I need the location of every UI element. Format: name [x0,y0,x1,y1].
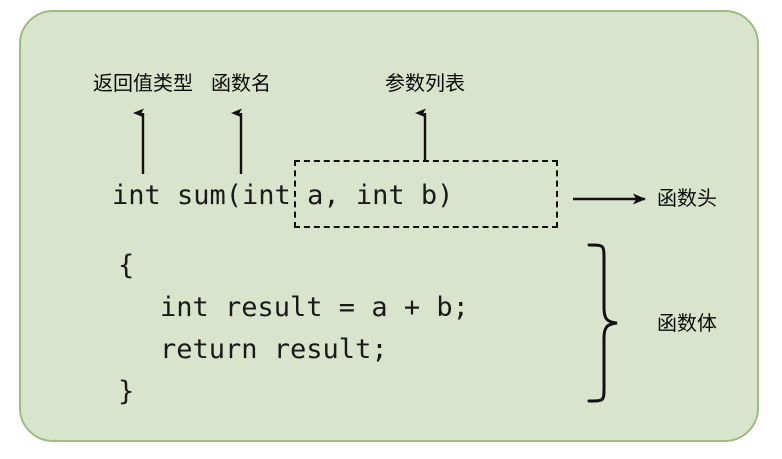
label-function-header: 函数头 [657,186,717,210]
code-line-close-brace: } [118,376,135,407]
code-line-declaration: int result = a + b; [160,292,469,323]
label-function-name: 函数名 [211,71,271,95]
label-function-body: 函数体 [657,311,717,335]
label-return-type: 返回值类型 [93,71,193,95]
code-line-return: return result; [160,334,388,365]
label-parameter-list: 参数列表 [385,71,465,95]
parameter-list-highlight-box [294,160,558,228]
code-line-open-brace: { [118,250,135,281]
code-line-signature: int sum(int a, int b) [112,180,454,211]
